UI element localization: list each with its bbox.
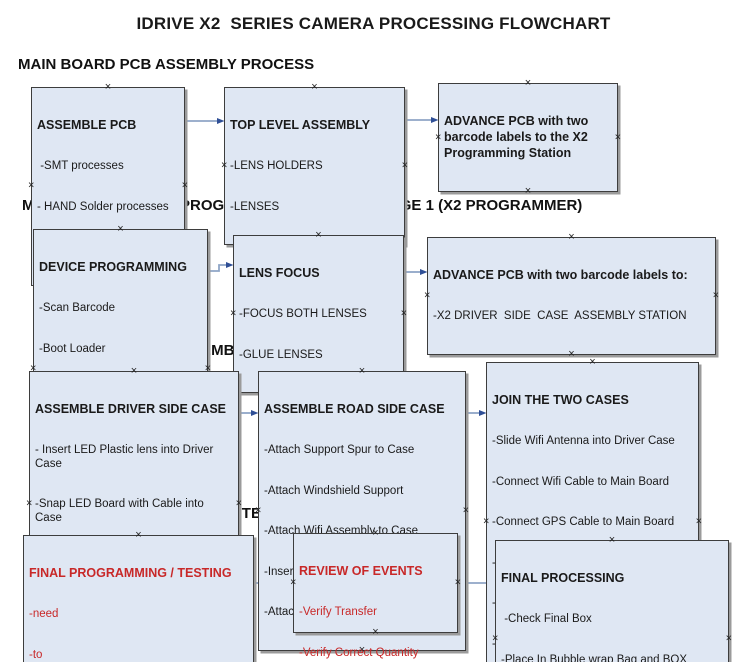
anchor-mark: ×: [221, 159, 228, 172]
box-title: ASSEMBLE DRIVER SIDE CASE: [35, 402, 227, 416]
box-item: -Check Final Box: [501, 613, 592, 625]
box-title: DEVICE PROGRAMMING: [39, 260, 187, 274]
box-item: - Insert LED Plastic lens into Driver Ca…: [35, 444, 217, 470]
anchor-mark: ×: [401, 159, 408, 172]
anchor-mark: ×: [492, 632, 499, 645]
section-heading-pcb-assembly: MAIN BOARD PCB ASSEMBLY PROCESS: [18, 56, 315, 73]
anchor-mark: ×: [130, 365, 138, 377]
box-title: ADVANCE PCB with two barcode labels to:: [433, 268, 688, 282]
box-item: -Slide Wifi Antenna into Driver Case: [492, 435, 675, 447]
anchor-mark: ×: [30, 362, 37, 375]
flow-box-advance-pcb-driver-side-station: ADVANCE PCB with two barcode labels to: …: [424, 232, 719, 360]
anchor-mark: ×: [28, 179, 35, 192]
anchor-mark: ×: [524, 77, 532, 89]
box-title: LENS FOCUS: [239, 266, 320, 280]
box-title: JOIN THE TWO CASES: [492, 393, 629, 407]
box-item: -LENSES: [230, 200, 280, 213]
anchor-mark: ×: [462, 504, 469, 517]
box-item: -Scan Barcode: [39, 302, 116, 314]
anchor-mark: ×: [290, 576, 297, 589]
anchor-mark: ×: [181, 179, 188, 192]
box-item: -SMT processes: [37, 160, 124, 172]
box-item: -Connect Wifi Cable to Main Board: [492, 475, 670, 488]
flow-box-final-programming-testing: FINAL PROGRAMMING / TESTING -need -to -k…: [23, 530, 254, 662]
flow-box-final-processing: FINAL PROCESSING -Check Final Box -Place…: [492, 535, 732, 662]
anchor-mark: ×: [589, 356, 596, 368]
anchor-mark: ×: [524, 185, 532, 197]
box-item: -Boot Loader: [39, 342, 106, 355]
anchor-mark: ×: [117, 223, 124, 235]
anchor-mark: ×: [608, 534, 616, 546]
anchor-mark: ×: [135, 529, 142, 541]
flow-box-review-of-events: REVIEW OF EVENTS -Verify Transfer -Verif…: [290, 528, 461, 659]
anchor-mark: ×: [712, 289, 719, 302]
anchor-mark: ×: [614, 131, 621, 143]
anchor-mark: ×: [695, 515, 702, 528]
anchor-mark: ×: [400, 307, 407, 320]
anchor-mark: ×: [568, 347, 575, 360]
box-item: -Snap LED Board with Cable into Case: [35, 498, 207, 524]
box-item: -Attach Windshield Support: [264, 484, 404, 497]
box-item: -Attach Support Spur to Case: [264, 444, 415, 456]
box-item: -GLUE LENSES: [239, 348, 323, 361]
anchor-mark: ×: [454, 576, 461, 589]
anchor-mark: ×: [104, 81, 112, 93]
anchor-mark: ×: [204, 362, 211, 375]
anchor-mark: ×: [235, 497, 242, 510]
arrow-device-to-lensfocus: [208, 262, 234, 272]
box-title: TOP LEVEL ASSEMBLY: [230, 118, 371, 132]
box-item: -to: [29, 648, 43, 661]
box-item: -need: [29, 608, 59, 620]
box-title: FINAL PROGRAMMING / TESTING: [29, 566, 232, 580]
anchor-mark: ×: [358, 365, 366, 377]
anchor-mark: ×: [315, 229, 322, 241]
box-item: -FOCUS BOTH LENSES: [239, 308, 367, 320]
anchor-mark: ×: [424, 289, 431, 302]
flow-box-top-level-assembly: TOP LEVEL ASSEMBLY -LENS HOLDERS -LENSES…: [221, 82, 408, 250]
box-item: -Verify Correct Quantity: [299, 646, 419, 659]
anchor-mark: ×: [483, 515, 490, 528]
box-item: -Attach Wifi Assembly to Case: [264, 525, 419, 537]
page-title: IDRIVE X2 SERIES CAMERA PROCESSING FLOWC…: [136, 14, 611, 33]
box-title: ASSEMBLE ROAD SIDE CASE: [264, 402, 445, 416]
flow-box-advance-pcb-programming-station: ADVANCE PCB with two barcode labels to t…: [435, 78, 621, 197]
box-title: REVIEW OF EVENTS: [299, 564, 423, 578]
anchor-mark: ×: [255, 504, 262, 517]
box-item: -Verify Transfer: [299, 606, 377, 618]
anchor-mark: ×: [372, 527, 379, 539]
flow-box-lens-focus: LENS FOCUS -FOCUS BOTH LENSES -GLUE LENS…: [230, 230, 407, 398]
box-item: -Place In Bubble wrap Bag and BOX: [501, 653, 688, 662]
anchor-mark: ×: [230, 307, 237, 320]
box-item: -LENS HOLDERS: [230, 160, 323, 172]
anchor-mark: ×: [358, 643, 366, 656]
box-title: FINAL PROCESSING: [501, 571, 625, 585]
box-item: - HAND Solder processes: [37, 200, 169, 213]
anchor-mark: ×: [435, 131, 442, 143]
anchor-mark: ×: [26, 497, 33, 510]
box-item: -X2 DRIVER SIDE CASE ASSEMBLY STATION: [433, 310, 687, 322]
anchor-mark: ×: [725, 632, 732, 645]
anchor-mark: ×: [568, 231, 575, 243]
box-item: -Connect GPS Cable to Main Board: [492, 516, 675, 528]
box-title: ADVANCE PCB with two barcode labels to t…: [444, 114, 592, 160]
box-title: ASSEMBLE PCB: [37, 118, 137, 132]
anchor-mark: ×: [372, 626, 379, 638]
anchor-mark: ×: [311, 81, 318, 93]
